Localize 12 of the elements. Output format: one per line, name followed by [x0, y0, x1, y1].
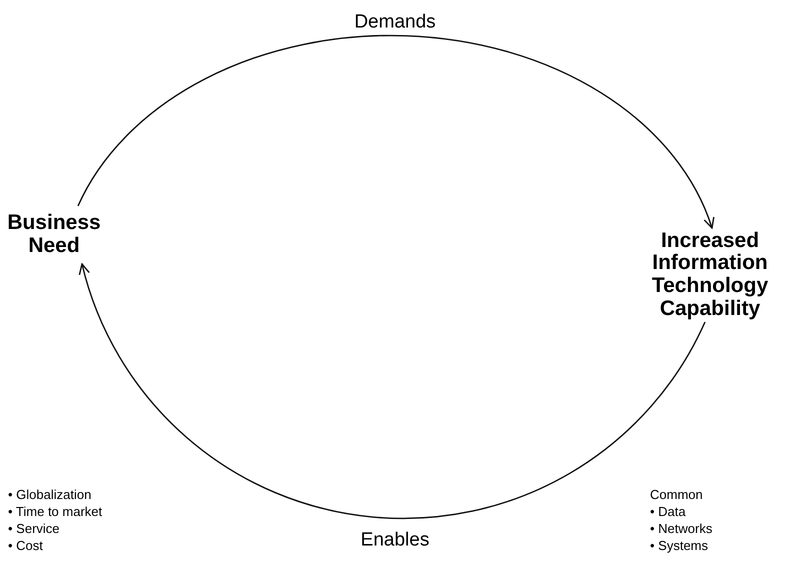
list-item: • Systems — [650, 537, 710, 554]
list-item: • Globalization — [8, 486, 92, 503]
list-item: • Time to market — [8, 503, 102, 520]
list-item: Common — [650, 486, 704, 503]
node-label: Increased Information Technology Capability — [650, 230, 770, 320]
curved-arrow — [77, 35, 714, 229]
node-label: Business Need — [6, 212, 102, 258]
curved-arrow — [79, 263, 706, 519]
list-item: • Networks — [650, 520, 712, 537]
list-item: • Service — [8, 520, 61, 537]
list-item: • Cost — [8, 537, 44, 554]
list-item: • Data — [650, 503, 687, 520]
